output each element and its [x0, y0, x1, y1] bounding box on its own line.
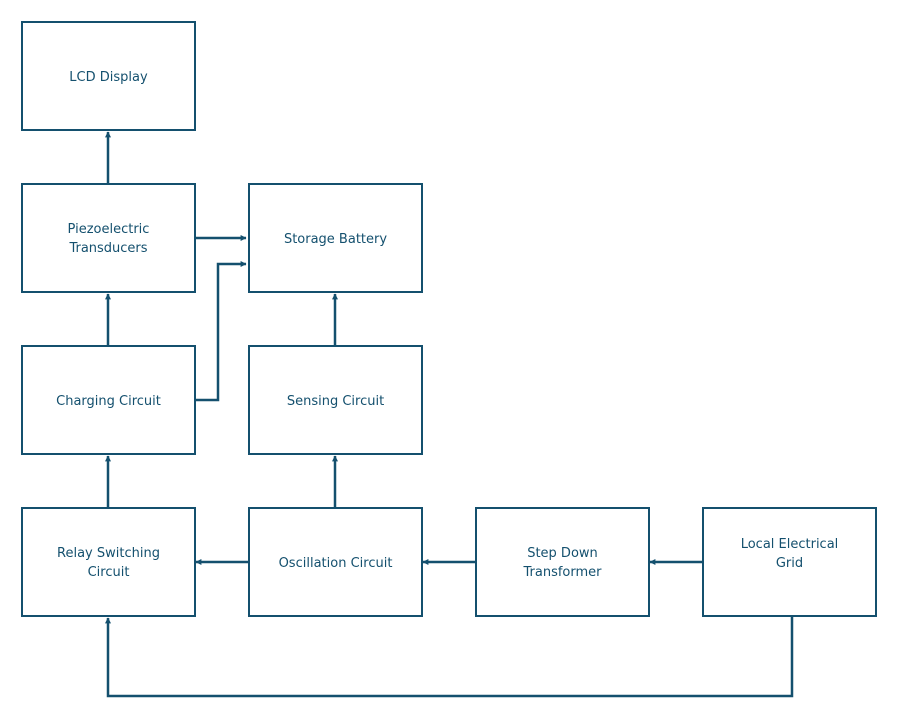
node-piezoelectric-transducers-label-line2: Transducers: [68, 241, 147, 256]
node-charging-circuit: Charging Circuit: [21, 345, 196, 455]
node-relay-switching-circuit: Relay Switching Circuit: [21, 507, 196, 617]
node-piezoelectric-transducers: Piezoelectric Transducers: [21, 183, 196, 293]
edge-grid-to-relay: [105, 616, 794, 698]
node-relay-switching-circuit-label-line1: Relay Switching: [57, 546, 160, 561]
node-lcd-display-label: LCD Display: [69, 70, 148, 85]
node-step-down-transformer: Step Down Transformer: [475, 507, 650, 617]
node-sensing-circuit-label: Sensing Circuit: [287, 394, 384, 409]
node-sensing-circuit: Sensing Circuit: [248, 345, 423, 455]
node-relay-switching-circuit-label-line2: Circuit: [88, 565, 130, 580]
edge-charging-to-battery: [195, 261, 247, 402]
node-step-down-transformer-label-line2: Transformer: [522, 565, 602, 580]
node-piezoelectric-transducers-label-line1: Piezoelectric: [68, 222, 150, 237]
node-step-down-transformer-label-line1: Step Down: [527, 546, 598, 561]
connectors: [105, 131, 794, 698]
node-storage-battery-label: Storage Battery: [284, 232, 387, 247]
node-lcd-display: LCD Display: [21, 21, 196, 131]
node-oscillation-circuit: Oscillation Circuit: [248, 507, 423, 617]
node-local-electrical-grid-label-line2: Grid: [776, 556, 803, 571]
node-local-electrical-grid-label-line1: Local Electrical: [741, 537, 839, 552]
node-oscillation-circuit-label: Oscillation Circuit: [279, 556, 393, 571]
node-charging-circuit-label: Charging Circuit: [56, 394, 161, 409]
node-storage-battery: Storage Battery: [248, 183, 423, 293]
node-local-electrical-grid: Local Electrical Grid: [702, 507, 877, 617]
